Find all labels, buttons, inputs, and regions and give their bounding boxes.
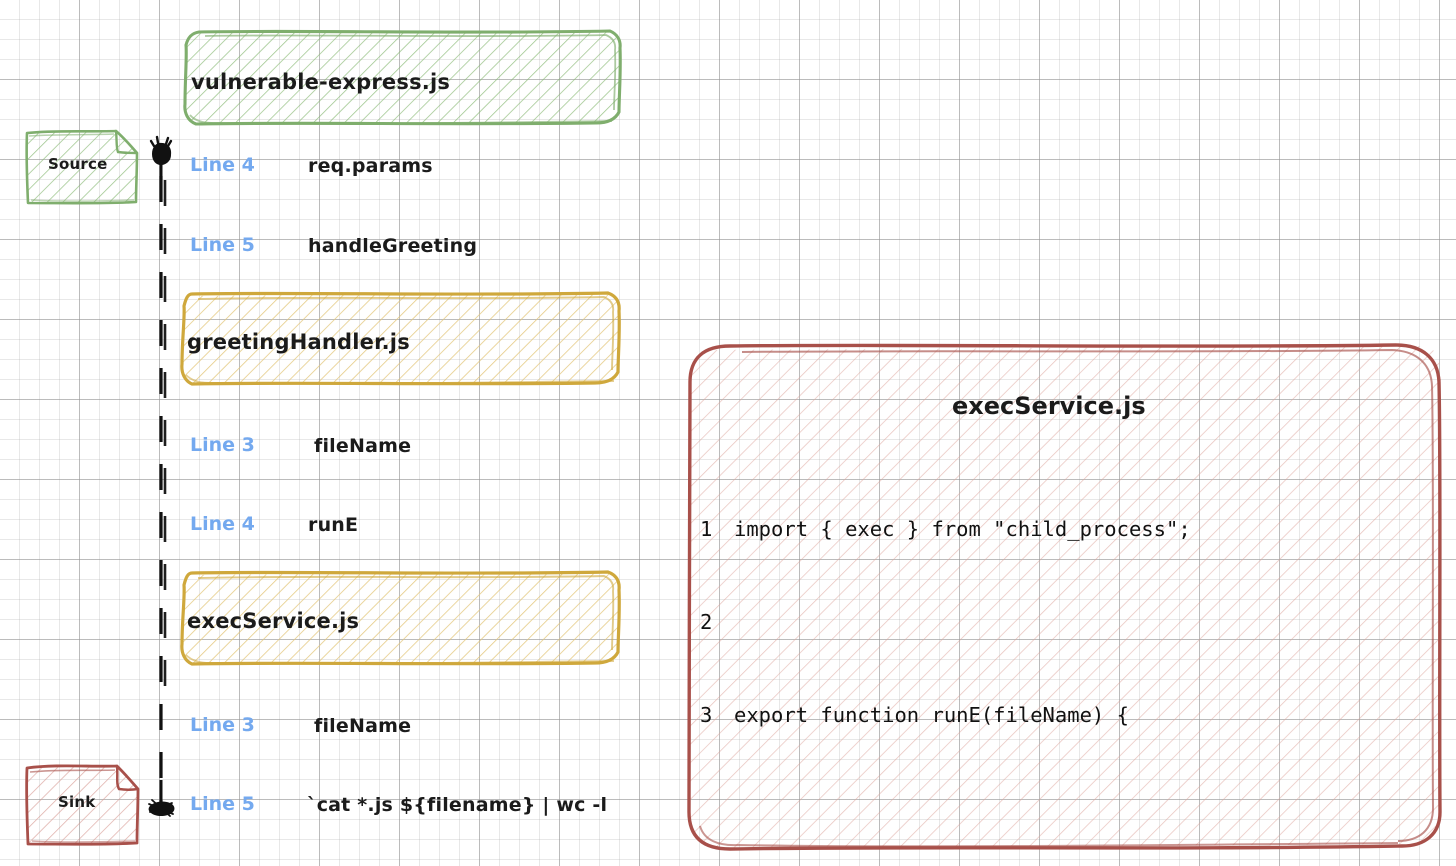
sink-label: Sink [58, 793, 96, 811]
file-node-vulnerable-express-shape[interactable] [183, 29, 622, 126]
code-line-number: 1 [700, 517, 713, 541]
flow-step-expression-1[interactable]: handleGreeting [308, 235, 478, 257]
file-node-exec-service-shape[interactable] [180, 570, 621, 666]
code-line-text: import { exec } from "child_process"; [734, 517, 1191, 541]
code-line-text: export function runE(fileName) { [734, 703, 1129, 727]
flow-step-line-4[interactable]: Line 3 [190, 714, 255, 736]
source-note-shape[interactable] [25, 129, 139, 205]
code-line-1: 1 import { exec } from "child_process"; [700, 514, 1445, 545]
source-label: Source [48, 155, 108, 173]
flow-step-expression-4[interactable]: fileName [314, 715, 412, 737]
flow-step-line-0[interactable]: Line 4 [190, 154, 255, 176]
flow-step-line-2[interactable]: Line 3 [190, 434, 255, 456]
code-line-3: 3 export function runE(fileName) { [700, 700, 1445, 731]
flow-step-expression-5[interactable]: `cat *.js ${filename} | wc -l [307, 794, 608, 816]
code-line-number: 2 [700, 610, 713, 634]
code-panel-source-listing[interactable]: 1 import { exec } from "child_process"; 2… [700, 452, 1445, 732]
file-node-label-exec-service: execService.js [187, 609, 360, 633]
flow-step-expression-0[interactable]: req.params [308, 155, 433, 177]
code-panel-shape[interactable] [687, 343, 1442, 851]
flow-step-line-5[interactable]: Line 5 [190, 793, 255, 815]
flow-step-line-1[interactable]: Line 5 [190, 234, 255, 256]
flow-step-line-3[interactable]: Line 4 [190, 513, 255, 535]
sink-note-shape[interactable] [25, 764, 140, 846]
taint-flow-connector [159, 176, 167, 810]
file-node-label-vulnerable-express: vulnerable-express.js [191, 70, 451, 94]
code-panel-title: execService.js [952, 392, 1146, 420]
code-line-number: 3 [700, 703, 713, 727]
code-line-2: 2 [700, 607, 1445, 638]
sink-flow-marker-icon [148, 780, 175, 817]
source-flow-marker-icon [149, 135, 173, 196]
file-node-greeting-handler-shape[interactable] [180, 291, 621, 386]
flow-step-expression-3[interactable]: runE [308, 514, 359, 536]
flow-step-expression-2[interactable]: fileName [314, 435, 412, 457]
file-node-label-greeting-handler: greetingHandler.js [187, 330, 410, 354]
